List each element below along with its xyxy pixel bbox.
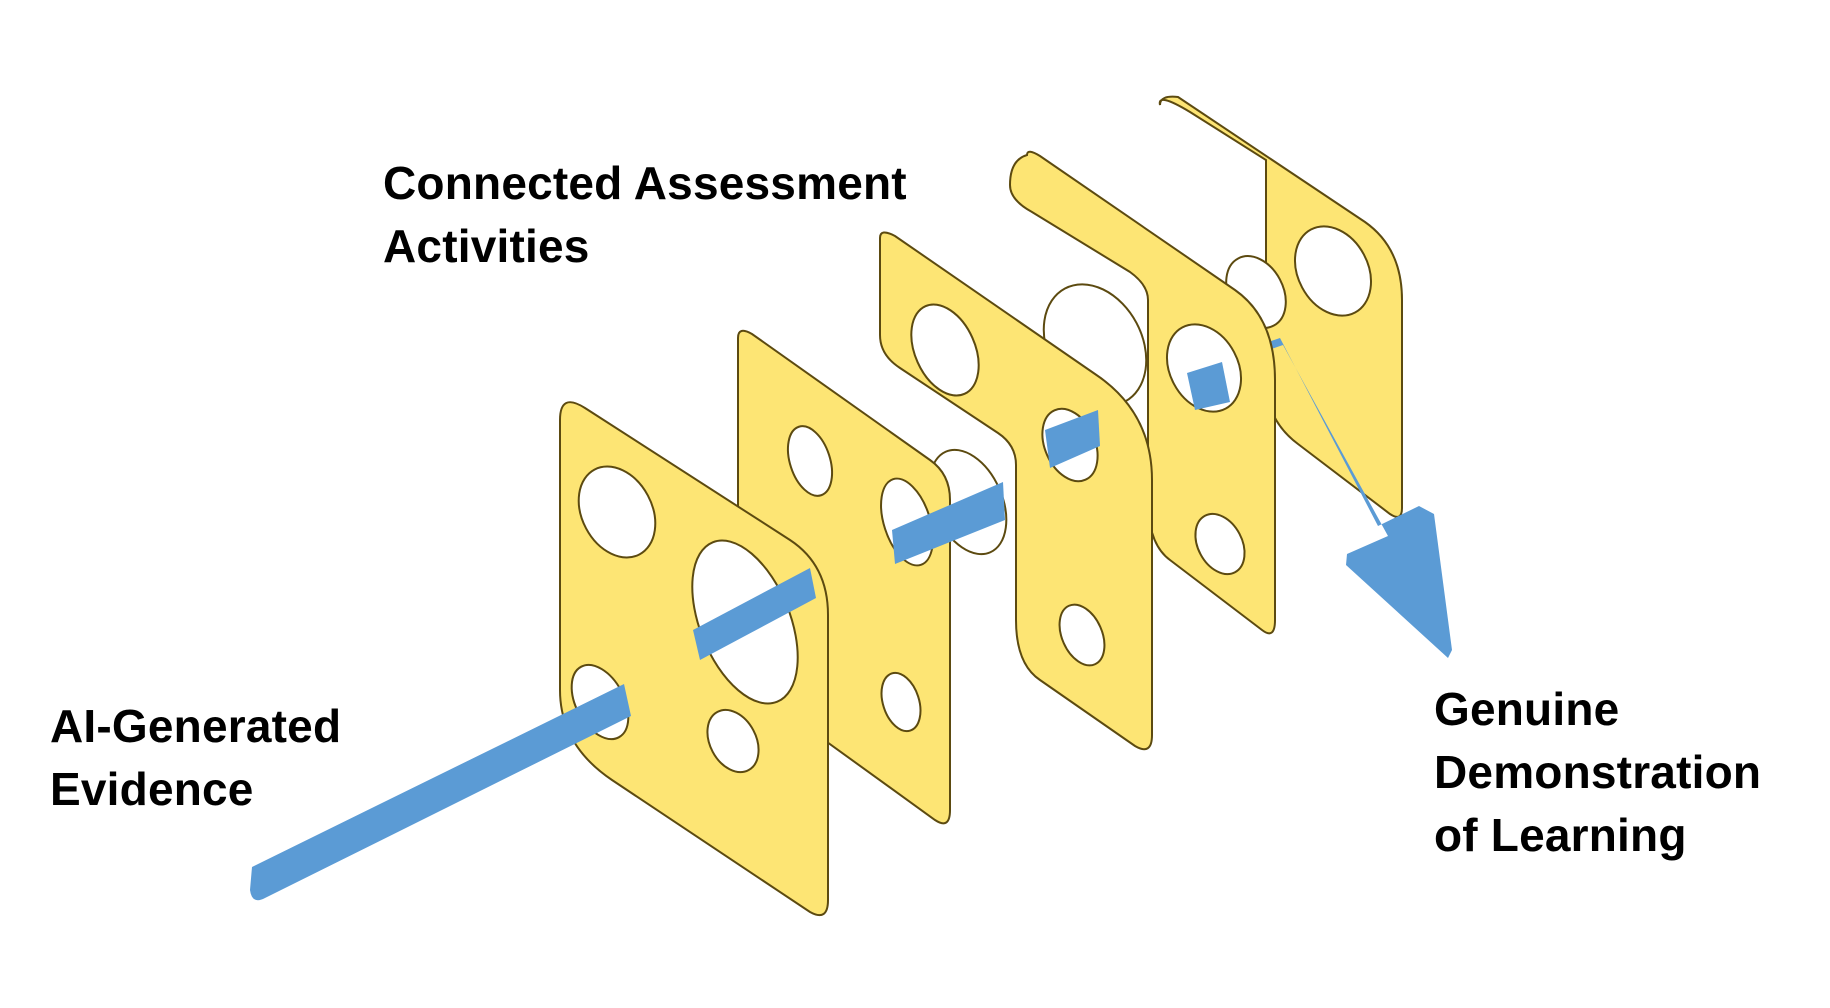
label-line: Evidence (50, 763, 254, 815)
output-arrow (1180, 338, 1452, 658)
layer-hole (706, 708, 760, 774)
label-line: of Learning (1434, 809, 1687, 861)
layer-hole (577, 465, 657, 559)
label-line: Demonstration (1434, 746, 1762, 798)
label-line: AI-Generated (50, 700, 342, 752)
evidence-beam (250, 362, 1230, 901)
ai-generated-evidence-label: AI-Generated Evidence (50, 695, 341, 821)
layer-hole (880, 671, 922, 733)
layer-hole (910, 303, 980, 397)
layer-hole (1058, 603, 1106, 667)
label-line: Connected Assessment (383, 157, 907, 209)
connected-assessment-label: Connected Assessment Activities (383, 152, 907, 278)
layer-hole (1194, 512, 1246, 576)
assessment-layer-5 (1158, 95, 1403, 518)
layer-hole (1294, 225, 1372, 317)
label-line: Activities (383, 220, 590, 272)
layer-hole (786, 425, 834, 497)
genuine-demonstration-label: Genuine Demonstration of Learning (1434, 678, 1761, 867)
label-line: Genuine (1434, 683, 1620, 735)
